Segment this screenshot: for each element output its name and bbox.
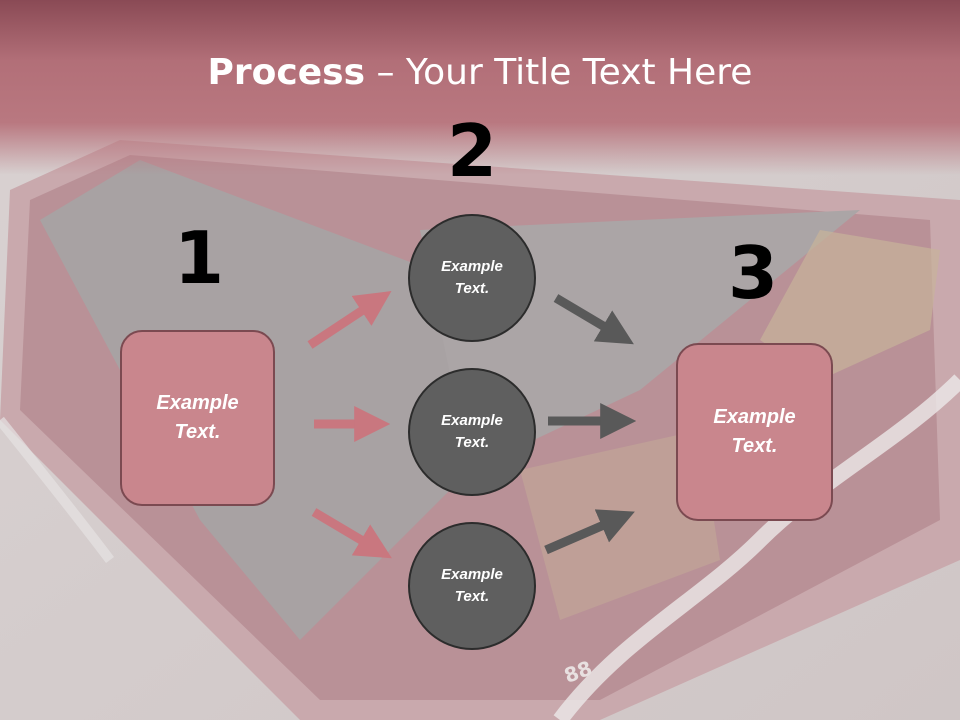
step-2-circle-top: Example Text.: [408, 214, 536, 342]
step-number-2: 2: [446, 109, 498, 193]
title-band: [0, 0, 960, 175]
step-3-box-line1: Example: [713, 406, 796, 428]
arrow-1-to-2-bottom: [311, 508, 392, 559]
circle-middle-line1: Example: [441, 411, 503, 429]
title-rest: – Your Title Text Here: [365, 52, 753, 93]
step-2-circle-bottom: Example Text.: [408, 522, 536, 650]
title-bold: Process: [207, 52, 366, 93]
step-1-box: Example Text.: [120, 330, 275, 506]
step-1-box-line2: Text.: [174, 421, 221, 443]
circle-top-line1: Example: [441, 257, 503, 275]
circle-middle-line2: Text.: [454, 434, 490, 451]
step-3-box: Example Text.: [676, 343, 833, 521]
arrow-2-to-3-bottom: [544, 509, 635, 555]
arrow-1-to-2-top: [307, 291, 392, 349]
step-number-1: 1: [173, 216, 225, 300]
circle-top-line2: Text.: [454, 280, 490, 297]
step-1-box-line1: Example: [156, 392, 239, 414]
step-3-box-line2: Text.: [731, 435, 778, 457]
step-2-circle-middle: Example Text.: [408, 368, 536, 496]
arrow-2-to-3-top: [553, 294, 634, 345]
slide-title: Process – Your Title Text Here: [0, 52, 960, 93]
step-number-3: 3: [727, 231, 779, 315]
circle-bottom-line2: Text.: [454, 588, 490, 605]
circle-bottom-line1: Example: [441, 565, 503, 583]
